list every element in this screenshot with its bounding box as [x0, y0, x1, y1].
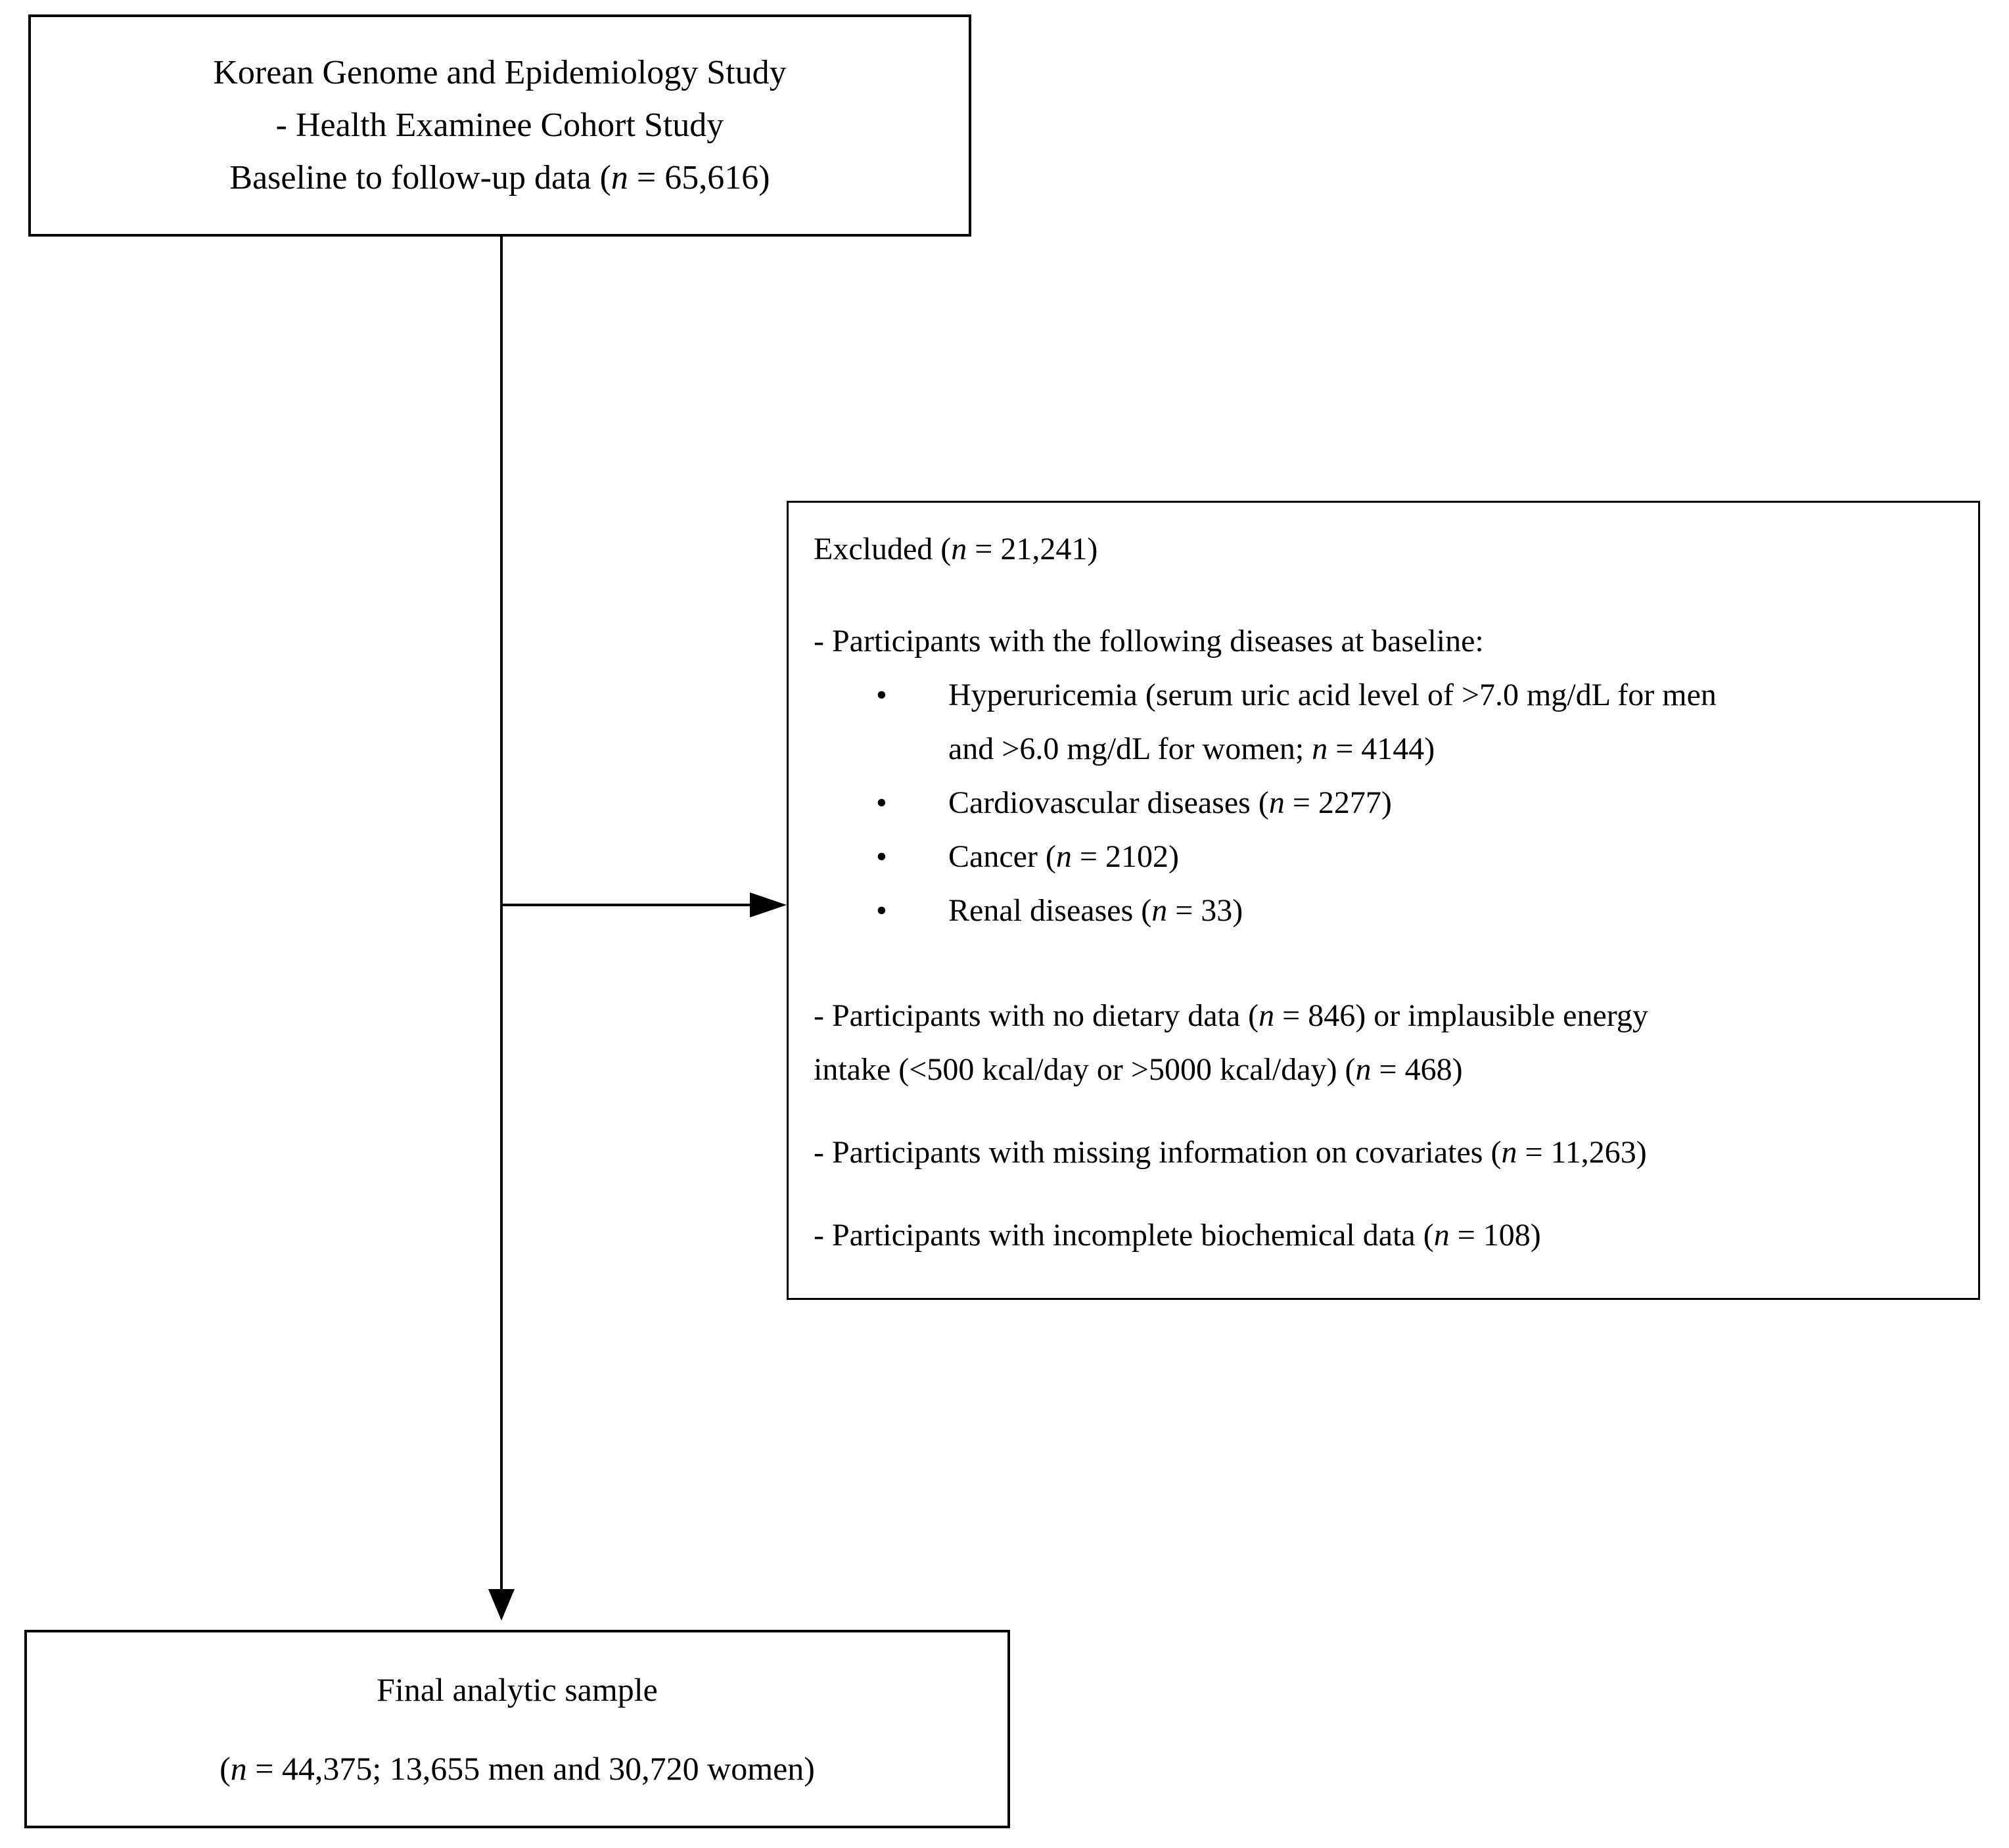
vertical-connector-line	[500, 237, 503, 1589]
bullet-icon: •	[876, 839, 887, 874]
bullet-icon: •	[876, 785, 887, 820]
exclusion-diseases-intro: - Participants with the following diseas…	[814, 624, 1484, 658]
horizontal-connector-line	[501, 904, 751, 906]
final-sample-title: Final analytic sample	[377, 1671, 658, 1708]
bullet-hyperuricemia-line-1: Hyperuricemia (serum uric acid level of …	[948, 678, 1717, 712]
final-sample-box: Final analytic sample (n = 44,375; 13,65…	[24, 1630, 1010, 1828]
bullet-item-cancer: • Cancer (n = 2102)	[814, 830, 1958, 884]
source-cohort-box: Korean Genome and Epidemiology Study - H…	[28, 14, 971, 237]
exclusion-covariates: - Participants with missing information …	[814, 1135, 1647, 1170]
final-sample-count: (n = 44,375; 13,655 men and 30,720 women…	[219, 1750, 815, 1787]
source-cohort-line-3: Baseline to follow-up data (n = 65,616)	[229, 159, 770, 196]
bullet-renal-text: Renal diseases (n = 33)	[948, 893, 1243, 928]
source-cohort-line-1: Korean Genome and Epidemiology Study	[213, 54, 787, 91]
bullet-cancer-text: Cancer (n = 2102)	[948, 839, 1179, 874]
exclusion-dietary-line-1: - Participants with no dietary data (n =…	[814, 998, 1648, 1033]
bullet-hyperuricemia-line-2: and >6.0 mg/dL for women; n = 4144)	[948, 731, 1435, 766]
bullet-icon: •	[876, 678, 887, 712]
bullet-cardiovascular-text: Cardiovascular diseases (n = 2277)	[948, 785, 1392, 820]
excluded-box: Excluded (n = 21,241) - Participants wit…	[787, 501, 1980, 1300]
arrow-right-icon	[750, 892, 787, 917]
bullet-icon: •	[876, 893, 887, 928]
source-cohort-line-2: - Health Examinee Cohort Study	[275, 106, 724, 144]
exclusion-dietary-line-2: intake (<500 kcal/day or >5000 kcal/day)…	[814, 1052, 1463, 1087]
bullet-item-hyperuricemia: • Hyperuricemia (serum uric acid level o…	[814, 668, 1958, 722]
exclusion-biochemical: - Participants with incomplete biochemic…	[814, 1218, 1541, 1253]
arrow-down-icon	[488, 1589, 515, 1621]
bullet-item-cardiovascular: • Cardiovascular diseases (n = 2277)	[814, 776, 1958, 830]
excluded-title: Excluded (n = 21,241)	[814, 532, 1098, 566]
bullet-item-renal: • Renal diseases (n = 33)	[814, 884, 1958, 938]
